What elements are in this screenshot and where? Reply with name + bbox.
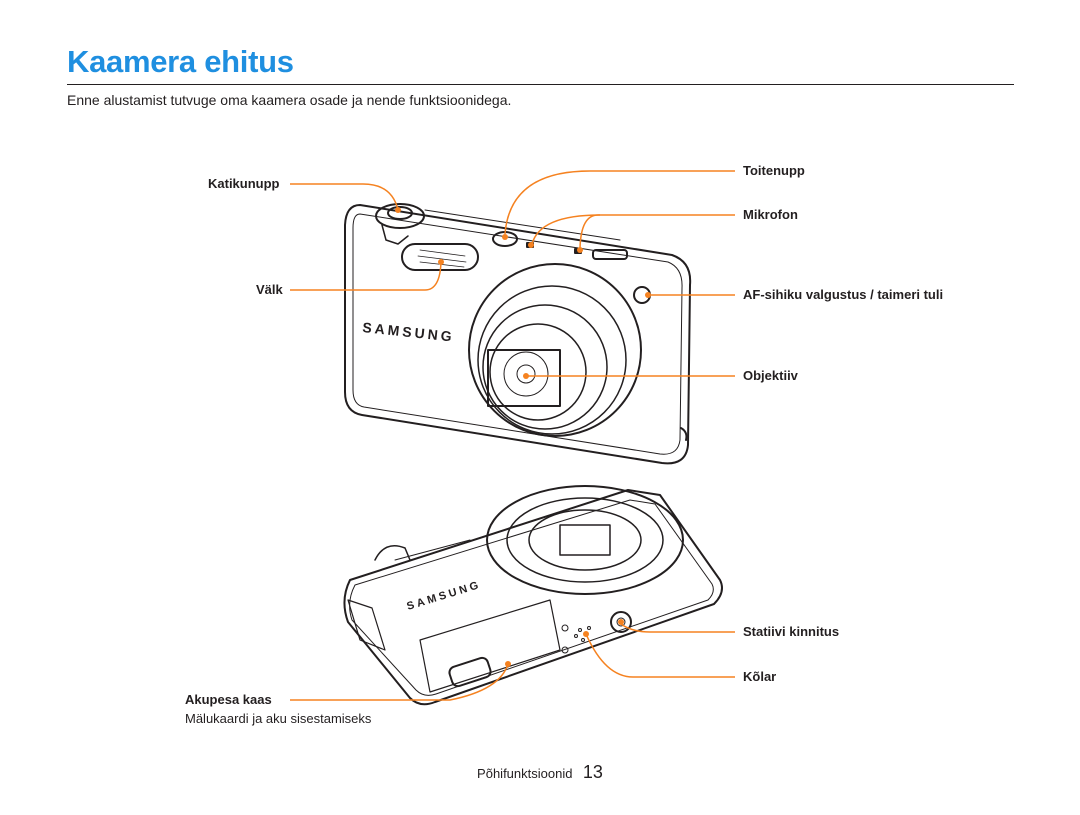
tripod-mount — [610, 611, 632, 633]
label-toitenupp: Toitenupp — [743, 163, 805, 178]
label-akupesa-sub: Mälukaardi ja aku sisestamiseks — [185, 711, 372, 726]
callout-kolar — [585, 633, 735, 678]
page-footer: Põhifunktsioonid 13 — [0, 762, 1080, 783]
camera-bottom-illustration — [343, 485, 723, 706]
brand-bottom: SAMSUNG — [405, 579, 482, 613]
brand-front: SAMSUNG — [362, 319, 456, 345]
shutter-button-ring — [375, 203, 425, 229]
label-valk: Välk — [256, 282, 283, 297]
callout-valk — [290, 261, 442, 291]
zoom-lever — [592, 249, 628, 260]
label-mikrofon: Mikrofon — [743, 207, 798, 222]
battery-cover — [419, 599, 561, 693]
shutter-button — [387, 206, 413, 220]
callout-statiivi — [620, 623, 735, 633]
label-af: AF-sihiku valgustus / taimeri tuli — [743, 287, 944, 302]
lens-barrel-bottom — [486, 485, 684, 595]
label-kolar: Kõlar — [743, 669, 777, 684]
title-rule — [67, 84, 1014, 85]
page-title: Kaamera ehitus — [67, 44, 294, 79]
callout-mikrofon-2 — [531, 214, 601, 245]
camera-front-illustration — [344, 203, 692, 465]
label-statiivi: Statiivi kinnitus — [743, 624, 840, 639]
callout-katikunupp — [290, 183, 399, 211]
flash-window — [401, 243, 479, 271]
callout-akupesa — [290, 663, 509, 701]
lens-front — [487, 349, 561, 407]
intro-text: Enne alustamist tutvuge oma kaamera osad… — [67, 92, 512, 108]
lens-barrel-outer — [468, 263, 642, 437]
label-objektiiv: Objektiiv — [743, 368, 798, 383]
footer-section: Põhifunktsioonid — [477, 766, 573, 781]
page-number: 13 — [582, 762, 603, 782]
callout-toitenupp — [504, 170, 735, 235]
label-katikunupp: Katikunupp — [208, 176, 280, 191]
label-akupesa: Akupesa kaas — [185, 692, 272, 707]
battery-latch — [448, 656, 492, 688]
